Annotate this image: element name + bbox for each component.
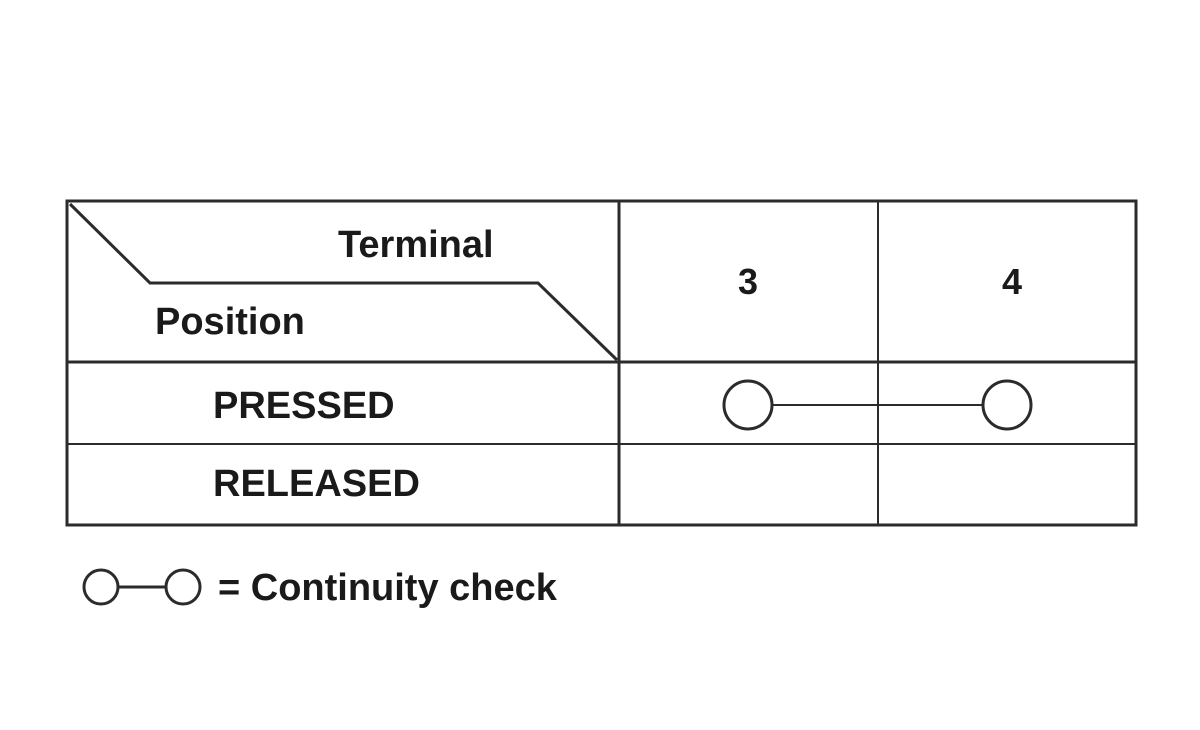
header-diagonal-split (68, 202, 619, 362)
row-label-released: RELEASED (213, 463, 420, 505)
terminal-3-circle-icon (722, 379, 774, 431)
header-terminal-label: Terminal (338, 224, 494, 266)
row-label-pressed: PRESSED (213, 385, 395, 427)
pressed-continuity-symbol (722, 379, 1033, 431)
column-header-terminal-4: 4 (1002, 261, 1023, 302)
header-position-label: Position (155, 301, 305, 343)
legend-text: = Continuity check (218, 567, 557, 609)
column-header-terminal-3: 3 (738, 261, 759, 302)
terminal-4-circle-icon (981, 379, 1033, 431)
continuity-symbol-icon (82, 568, 202, 606)
